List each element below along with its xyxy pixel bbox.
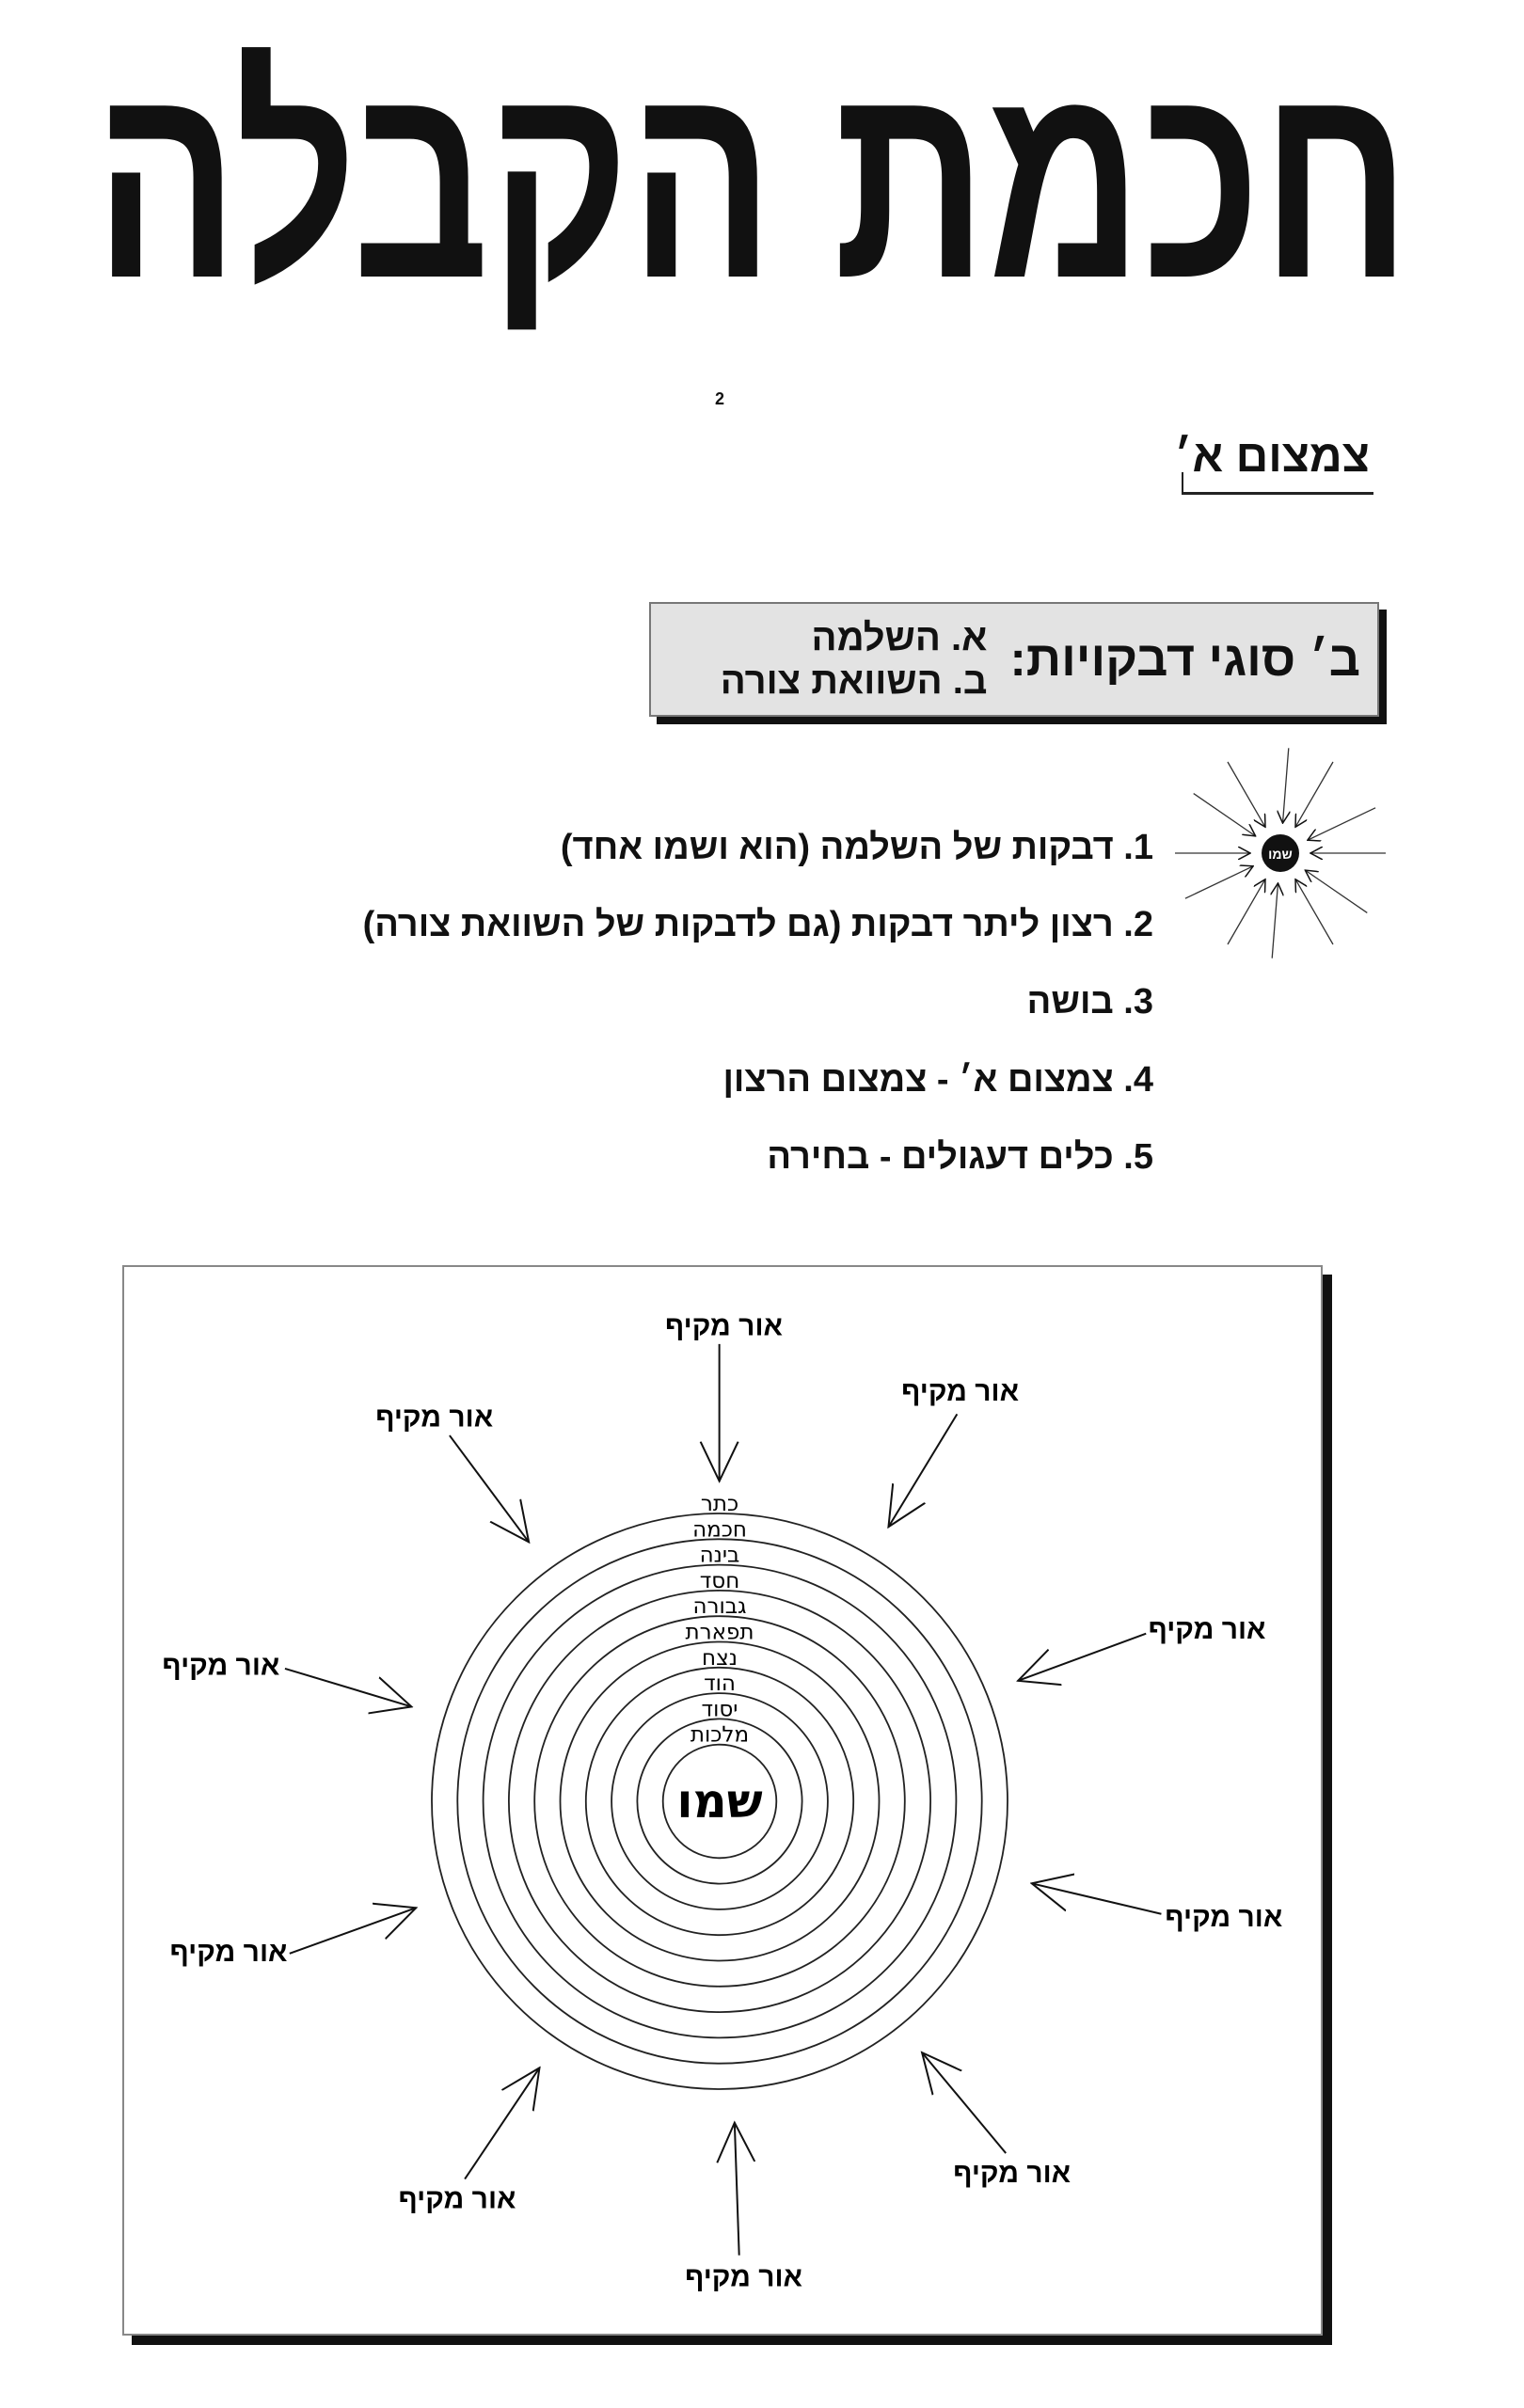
sun-ray bbox=[1193, 793, 1256, 836]
sun-icon-label: שמו bbox=[1268, 847, 1293, 862]
page-number: 2 bbox=[715, 389, 725, 408]
list-item: 1. דבקות של השלמה (הוא ושמו אחד) bbox=[560, 828, 1153, 867]
sun-ray bbox=[1227, 761, 1265, 827]
section-title: צמצום א׳ bbox=[1174, 431, 1373, 495]
sun-ray bbox=[1227, 879, 1265, 945]
or-makif-label: אור מקיף bbox=[1149, 1614, 1266, 1645]
title-container: חכמת הקבלה bbox=[94, 38, 1411, 339]
light-arrow bbox=[922, 2052, 1007, 2154]
light-arrow bbox=[735, 2123, 739, 2256]
ring bbox=[508, 1590, 932, 2014]
sefira-label: נצח bbox=[702, 1646, 738, 1671]
list-item: 4. צמצום א׳ - צמצום הרצון bbox=[722, 1060, 1153, 1100]
sefira-label: בינה bbox=[700, 1544, 740, 1568]
sun-icon: שמו bbox=[1175, 748, 1386, 958]
or-makif-label: אור מקיף bbox=[1165, 1902, 1282, 1933]
sun-ray bbox=[1283, 748, 1289, 823]
or-makif-label: אור מקיף bbox=[953, 2158, 1071, 2189]
sun-ray bbox=[1184, 866, 1253, 899]
sefira-label: מלכות bbox=[691, 1723, 749, 1748]
sun-ray bbox=[1305, 870, 1368, 913]
ring bbox=[559, 1640, 881, 1962]
sefira-label: יסוד bbox=[702, 1697, 738, 1721]
box-item: א. השלמה bbox=[811, 617, 988, 658]
or-makif-label: אור מקיף bbox=[665, 1310, 783, 1341]
ring bbox=[584, 1666, 855, 1937]
box-subitems: א. השלמה ב. השוואת צורה bbox=[721, 616, 988, 703]
ring bbox=[636, 1718, 803, 1885]
ring bbox=[611, 1692, 829, 1910]
or-makif-label: אור מקיף bbox=[170, 1937, 288, 1968]
ring bbox=[431, 1513, 1008, 2090]
sun-ray bbox=[1295, 761, 1334, 827]
sefira-label: הוד bbox=[704, 1671, 736, 1696]
surrounding-light-arrows: אור מקיף אור מקיף אור מקיף אור מקיף אור מקיף… bbox=[162, 1310, 1282, 2292]
ring bbox=[661, 1743, 778, 1860]
sun-ray bbox=[1295, 879, 1334, 945]
list-item: 3. בושה bbox=[1026, 982, 1153, 1022]
ring bbox=[533, 1615, 906, 1988]
concentric-circles bbox=[431, 1513, 1008, 2090]
main-title: חכמת הקבלה bbox=[94, 21, 1411, 337]
or-makif-label: אור מקיף bbox=[901, 1376, 1019, 1407]
list-item: 2. רצון ליתר דבקות (גם לדבקות של השוואת … bbox=[362, 905, 1153, 944]
ring bbox=[482, 1563, 958, 2039]
sun-ray bbox=[1272, 883, 1278, 958]
center-label: שמו bbox=[676, 1774, 762, 1829]
light-arrow bbox=[284, 1667, 411, 1707]
ring bbox=[456, 1538, 983, 2065]
sefira-label: תפארת bbox=[686, 1621, 754, 1645]
or-makif-label: אור מקיף bbox=[399, 2184, 516, 2215]
list-item: 5. כלים דעגולים - בחירה bbox=[767, 1137, 1153, 1177]
or-makif-label: אור מקיף bbox=[685, 2261, 802, 2292]
or-makif-label: אור מקיף bbox=[375, 1402, 493, 1434]
box-item: ב. השוואת צורה bbox=[720, 660, 988, 702]
sefira-label: חכמה bbox=[692, 1517, 747, 1542]
or-makif-label: אור מקיף bbox=[162, 1651, 279, 1682]
sefira-label: גבורה bbox=[692, 1594, 746, 1619]
light-arrow bbox=[1032, 1883, 1162, 1915]
light-arrow bbox=[464, 2067, 539, 2180]
light-arrow bbox=[888, 1413, 959, 1527]
light-arrow bbox=[289, 1908, 416, 1955]
box-title: ב׳ סוגי דבקויות: bbox=[1009, 632, 1360, 687]
sun-ray bbox=[1308, 807, 1376, 840]
light-arrow bbox=[449, 1434, 529, 1542]
sefira-label: כתר bbox=[701, 1492, 738, 1516]
dveikut-types-box: ב׳ סוגי דבקויות: א. השלמה ב. השוואת צורה bbox=[649, 602, 1379, 717]
light-arrow bbox=[1018, 1632, 1147, 1681]
sefira-label: חסד bbox=[700, 1569, 740, 1593]
